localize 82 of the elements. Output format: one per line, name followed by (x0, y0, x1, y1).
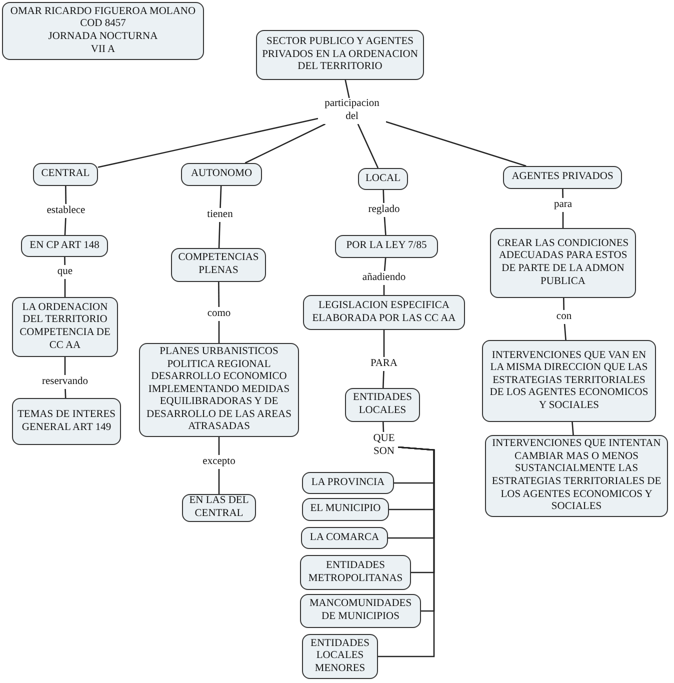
connector-line (65, 186, 67, 204)
connector-line (382, 190, 384, 204)
concept-label: MANCOMUNIDADES DE MUNICIPIOS (308, 598, 413, 624)
concept-box (302, 634, 378, 679)
connector-line (563, 298, 565, 310)
concept-label: ENTIDADES METROPOLITANAS (307, 560, 404, 586)
connector-line (64, 357, 66, 375)
connector-line (220, 186, 222, 208)
concept-box (345, 388, 420, 422)
concept-box (482, 340, 656, 422)
connector-line (564, 324, 566, 340)
concept-label: LA ORDENACION DEL TERRITORIO COMPETENCIA DE CC AA (18, 302, 112, 352)
concept-label: POR LA LEY 7/85 (346, 240, 427, 253)
concept-box (12, 398, 121, 445)
concept-label: EL MUNICIPIO (310, 503, 381, 516)
connector-line (572, 422, 574, 436)
concept-box (490, 228, 636, 298)
connector-line (384, 258, 386, 272)
concept-box (300, 594, 421, 628)
concept-box (256, 30, 424, 80)
concept-label: ENTIDADES LOCALES (352, 392, 413, 418)
connector-line (562, 212, 564, 228)
concept-label: CREAR LAS CONDICIONES ADECUADAS PARA ESTOS DE PARTE DE LA ADMON PUBLICA (496, 238, 630, 288)
connector-line (562, 188, 564, 198)
concept-label: ENTIDADES LOCALES MENORES (310, 638, 370, 676)
concept-label: LOCAL (366, 172, 400, 186)
connector-line (64, 388, 66, 398)
linking-phrase: reglado (368, 204, 400, 216)
concept-box (300, 555, 411, 590)
concept-box (335, 235, 438, 258)
concept-box (503, 166, 622, 189)
connector-line (218, 469, 220, 494)
concept-label: LA COMARCA (310, 532, 380, 544)
concept-label: TEMAS DE INTERES GENERAL ART 149 (17, 408, 116, 434)
linking-phrase: excepto (202, 456, 236, 468)
concept-label: OMAR RICARDO FIGUEROA MOLANO (10, 6, 196, 18)
concept-label: EN CP ART 148 (30, 240, 100, 252)
concept-label: LA PROVINCIA (311, 476, 385, 490)
connector-line (218, 222, 220, 248)
connector-line (64, 218, 66, 236)
concept-label: SECTOR PUBLICO Y AGENTES PRIVADOS EN LA ORDENACION DEL TERRITORIO (261, 36, 419, 74)
connector-line (344, 80, 350, 98)
concept-box (21, 235, 108, 257)
connector-line (382, 370, 384, 388)
connector-line (382, 422, 384, 432)
connector-line (98, 118, 318, 168)
connector-line (383, 285, 385, 295)
concept-label: INTERVENCIONES QUE VAN EN LA MISMA DIRECCION QUE LAS ESTRATEGIAS TERRITORIALES DE LOS AGENTES ECONOMICOS Y SOCIALES (488, 350, 650, 412)
concept-label: EN LAS DEL CENTRAL (188, 495, 250, 521)
concept-box (302, 498, 389, 521)
concept-label: PLANES URBANISTICOS POLITICA REGIONAL DESARROLLO ECONOMICO IMPLEMENTANDO MEDIDAS EQUILIBRADORAS Y DE DESARROLLO DE LAS AREAS ATRASADAS (146, 346, 292, 434)
concept-label: JORNADA NOCTURNA (48, 31, 158, 44)
connector-line (64, 256, 66, 266)
concept-box (181, 163, 262, 186)
connector-line (218, 321, 220, 343)
connector-line (218, 282, 220, 307)
concept-box (171, 248, 266, 282)
connector-line (383, 330, 385, 357)
connector-line (218, 437, 220, 455)
concept-label: COMPETENCIAS PLENAS (177, 252, 260, 278)
connector-line (244, 123, 326, 164)
connector-line (384, 216, 386, 236)
connector-line (386, 121, 526, 167)
concept-label: INTERVENCIONES QUE INTENTAN CAMBIAR MAS O MENOS SUSTANCIALMENTE LAS ESTRATEGIAS TERRITORIALES DE LOS AGENTES ECONOMICOS Y SOCIALES (490, 438, 662, 514)
connector-line (357, 124, 379, 168)
concept-label: COD 8457 (80, 18, 126, 31)
connector-line (64, 279, 66, 297)
concept-label: AUTONOMO (190, 168, 252, 181)
concept-label: LEGISLACION ESPECIFICA ELABORADA POR LAS CC AA (311, 300, 457, 326)
linking-phrase: participacion del (318, 98, 386, 124)
concept-box (302, 472, 394, 494)
concept-box (358, 168, 408, 190)
concept-box (182, 494, 256, 522)
concept-box (303, 295, 465, 330)
concept-label: AGENTES PRIVADOS (512, 171, 614, 184)
concept-label: VII A (90, 44, 116, 56)
concept-box (33, 163, 98, 186)
concept-box (301, 527, 388, 549)
concept-box (12, 297, 118, 357)
concept-box (2, 2, 204, 60)
concept-label: CENTRAL (41, 168, 90, 181)
connector-line (378, 446, 435, 658)
